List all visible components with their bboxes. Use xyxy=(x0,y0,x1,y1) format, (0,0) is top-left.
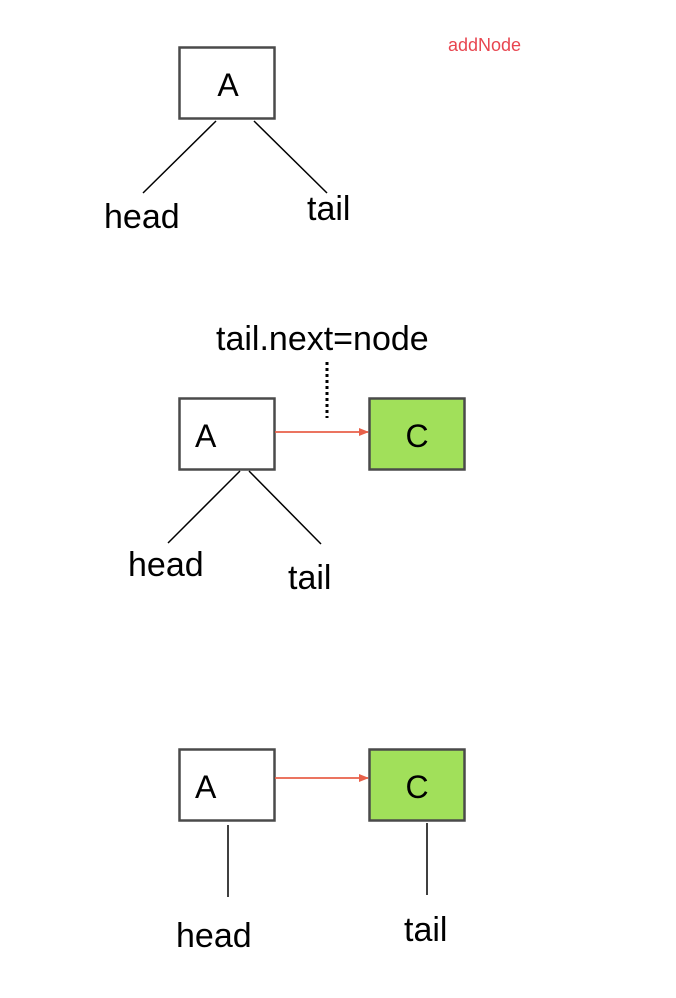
step3-node-c xyxy=(368,748,466,822)
step1-node-a xyxy=(178,46,276,120)
step2-tail-label: tail xyxy=(288,559,331,597)
step2-annotation: tail.next=node xyxy=(216,320,429,358)
step1-node-a-label: A xyxy=(217,67,239,103)
step2-head-pointer-line xyxy=(167,470,241,544)
step1-group: A head tail xyxy=(104,46,350,236)
step2-node-c xyxy=(368,397,466,471)
step1-head-pointer-line xyxy=(142,120,217,194)
step1-tail-pointer-line xyxy=(253,120,328,194)
step2-tail-pointer-line xyxy=(248,470,322,545)
step1-head-label: head xyxy=(104,198,180,236)
step2-node-a-label: A xyxy=(195,418,217,454)
step3-node-a-label: A xyxy=(195,769,217,805)
step3-node-a xyxy=(178,748,276,822)
step3-head-label: head xyxy=(176,917,252,955)
step1-tail-label: tail xyxy=(307,190,350,228)
step3-node-c-label: C xyxy=(405,769,428,805)
step2-node-c-label: C xyxy=(405,418,428,454)
step3-group: A C head tail xyxy=(176,748,466,955)
diagram-title: addNode xyxy=(448,35,521,55)
step3-tail-label: tail xyxy=(404,911,447,949)
step2-group: tail.next=node A C head tail xyxy=(128,320,466,597)
step2-head-label: head xyxy=(128,546,204,584)
step2-node-a xyxy=(178,397,276,471)
